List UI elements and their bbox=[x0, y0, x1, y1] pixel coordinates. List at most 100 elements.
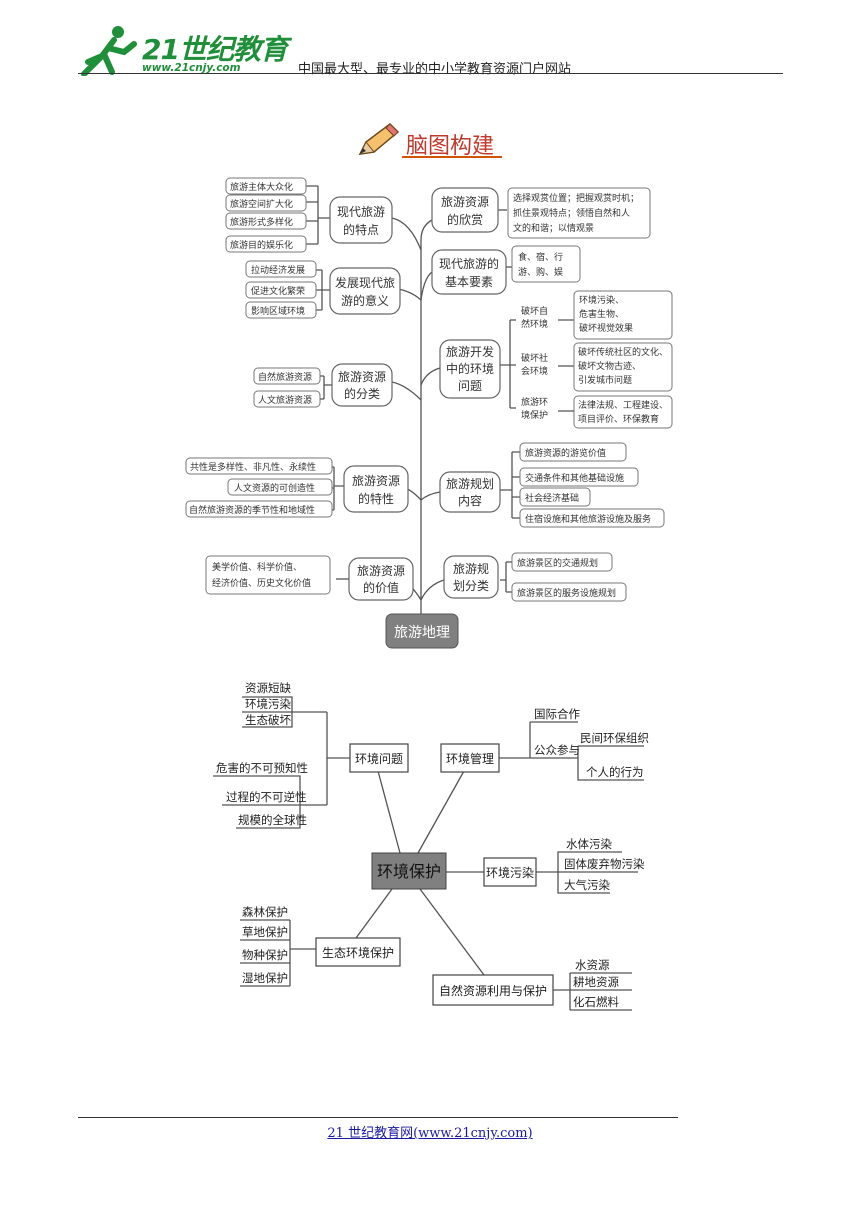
node-tese-line1: 现代旅游 bbox=[337, 205, 385, 219]
leaf-guihua-1: 旅游资源的游览价值 bbox=[525, 447, 606, 459]
leaf-env-mid-3a: 旅游环 bbox=[521, 396, 548, 408]
node-guihua-line1: 旅游规划 bbox=[446, 476, 494, 491]
node-huanjing-line3: 问题 bbox=[458, 379, 482, 393]
node-guanli-label: 环境管理 bbox=[446, 751, 494, 766]
leaf-env-mid-2b: 会环境 bbox=[521, 365, 548, 377]
footer-link[interactable]: 21 世纪教育网(www.21cnjy.com) bbox=[327, 1126, 533, 1141]
leaf-wenti-bottom-2: 过程的不可逆性 bbox=[226, 790, 307, 804]
map2-root-node bbox=[371, 852, 447, 890]
node-fenlei2 bbox=[443, 555, 499, 599]
leaf-fenlei-2: 人文旅游资源 bbox=[258, 394, 312, 406]
logo-url: www.21cnjy.com bbox=[142, 62, 241, 74]
node-wuran-label: 环境污染 bbox=[486, 865, 534, 880]
leaf-env-right-1b: 危害生物、 bbox=[579, 308, 624, 320]
node-texing-line1: 旅游资源 bbox=[352, 474, 400, 488]
leaf-yaosu-1: 食、宿、行 bbox=[518, 251, 563, 263]
node-fenlei2-line1: 旅游规 bbox=[453, 561, 489, 576]
leaf-env-mid-1a: 破坏自 bbox=[521, 305, 548, 317]
leaf-jiazhi-2: 经济价值、历史文化价值 bbox=[212, 577, 311, 589]
leaf-guihua-3: 社会经济基础 bbox=[525, 492, 579, 504]
leaf-tese-3: 旅游形式多样化 bbox=[230, 216, 293, 228]
leaf-tese-2: 旅游空间扩大化 bbox=[230, 198, 293, 210]
leaf-guanli-right-2: 个人的行为 bbox=[586, 765, 644, 779]
leaf-yiyi-3: 影响区域环境 bbox=[251, 305, 305, 317]
leaf-shengtai-2: 草地保护 bbox=[242, 925, 288, 939]
node-yiyi-line1: 发展现代旅 bbox=[335, 275, 395, 290]
leaf-xinshang-1: 选择观赏位置；把握观赏时机； bbox=[513, 192, 639, 204]
map1-root-label: 旅游地理 bbox=[394, 625, 450, 641]
leaf-env-right-3b: 项目评价、环保教育 bbox=[578, 413, 659, 425]
node-xinshang bbox=[431, 187, 499, 233]
node-guihua bbox=[439, 471, 501, 513]
node-fenlei-line1: 旅游资源 bbox=[338, 370, 386, 384]
leaf-env-right-1c: 破坏视觉效果 bbox=[579, 322, 633, 334]
node-yaosu-line1: 现代旅游的 bbox=[439, 256, 499, 271]
node-texing-line2: 的特性 bbox=[358, 491, 394, 506]
node-fenlei-line2: 的分类 bbox=[344, 386, 380, 401]
leaf-guanli-mid-2: 公众参与 bbox=[534, 743, 580, 757]
node-yiyi-line2: 游的意义 bbox=[341, 293, 389, 308]
leaf-shengtai-4: 湿地保护 bbox=[242, 971, 288, 985]
leaf-env-mid-2a: 破坏社 bbox=[521, 352, 548, 364]
leaf-wuran-3: 大气污染 bbox=[564, 878, 610, 892]
node-jiazhi-line1: 旅游资源 bbox=[357, 564, 405, 578]
node-shengtai-label: 生态环境保护 bbox=[322, 945, 394, 960]
leaf-fenlei-1: 自然旅游资源 bbox=[258, 371, 312, 383]
leaf-yiyi-2: 促进文化繁荣 bbox=[251, 285, 305, 297]
leaf-xinshang-3: 文的和谐；以情观景 bbox=[513, 222, 594, 234]
leaf-xinshang-2: 抓住景观特点；领悟自然和人 bbox=[513, 207, 630, 219]
section-title-text: 脑图构建 bbox=[406, 134, 495, 159]
node-guihua-line2: 内容 bbox=[458, 493, 482, 508]
leaf-shengtai-1: 森林保护 bbox=[242, 905, 288, 919]
leaf-env-mid-1b: 然环境 bbox=[521, 318, 548, 330]
leaf-texing-2: 人文资源的可创造性 bbox=[234, 482, 315, 494]
leaf-yiyi-1: 拉动经济发展 bbox=[251, 264, 305, 276]
leaf-wenti-top-1: 资源短缺 bbox=[245, 681, 291, 695]
leaf-guihua-4: 住宿设施和其他旅游设施及服务 bbox=[525, 513, 651, 525]
title-underline bbox=[402, 156, 502, 158]
node-wenti-label: 环境问题 bbox=[355, 751, 403, 766]
logo-text: 21世纪教育 bbox=[142, 33, 288, 66]
leaf-texing-3: 自然旅游资源的季节性和地域性 bbox=[189, 504, 315, 516]
leaf-env-right-2b: 破坏文物古迹、 bbox=[578, 360, 641, 372]
leaf-fenlei2-2: 旅游景区的服务设施规划 bbox=[517, 587, 616, 599]
leaf-guanli-mid-1: 国际合作 bbox=[534, 707, 580, 721]
pencil-icon bbox=[358, 123, 400, 155]
leaf-wenti-top-3: 生态破坏 bbox=[245, 713, 291, 727]
site-logo[interactable]: 21世纪教育 www.21cnjy.com bbox=[78, 22, 288, 77]
node-tese bbox=[329, 196, 393, 244]
leaf-tese-4: 旅游目的娱乐化 bbox=[230, 239, 293, 251]
leaf-guihua-2: 交通条件和其他基础设施 bbox=[525, 472, 624, 484]
leaf-tese-1: 旅游主体大众化 bbox=[230, 181, 293, 193]
leaf-wuran-2: 固体废弃物污染 bbox=[564, 857, 645, 871]
leaf-texing-1: 共性是多样性、非凡性、永续性 bbox=[190, 461, 316, 473]
leaf-shengtai-3: 物种保护 bbox=[242, 948, 288, 962]
node-huanjing bbox=[439, 339, 501, 399]
node-fenlei2-line2: 划分类 bbox=[453, 579, 489, 593]
node-jiazhi bbox=[348, 557, 414, 601]
node-ziran bbox=[432, 974, 554, 1006]
leaf-fenlei2-1: 旅游景区的交通规划 bbox=[517, 557, 598, 569]
node-yaosu bbox=[431, 249, 507, 295]
leaf-wenti-bottom-3: 规模的全球性 bbox=[238, 813, 307, 827]
node-wuran bbox=[483, 857, 537, 887]
node-huanjing-line2: 中的环境 bbox=[446, 361, 494, 376]
footer-divider bbox=[78, 1117, 678, 1118]
leaf-env-right-2a: 破坏传统社区的文化、 bbox=[578, 346, 668, 358]
node-ziran-label: 自然资源利用与保护 bbox=[439, 983, 547, 998]
node-xinshang-line1: 旅游资源 bbox=[441, 195, 489, 209]
leaf-wenti-bottom-1: 危害的不可预知性 bbox=[216, 761, 308, 775]
node-fenlei bbox=[331, 363, 393, 407]
node-shengtai bbox=[315, 937, 401, 967]
running-figure-icon bbox=[81, 26, 137, 77]
leaf-wuran-1: 水体污染 bbox=[566, 837, 612, 851]
leaf-env-right-3a: 法律法规、工程建设、 bbox=[578, 399, 668, 411]
leaf-jiazhi-1: 美学价值、科学价值、 bbox=[212, 561, 302, 573]
leaf-env-right-2c: 引发城市问题 bbox=[578, 374, 632, 386]
map1-root-node bbox=[385, 613, 459, 649]
leaf-ziran-1: 水资源 bbox=[575, 958, 610, 972]
map2-root-label: 环境保护 bbox=[377, 862, 441, 881]
node-texing bbox=[343, 465, 409, 513]
node-wenti bbox=[349, 743, 409, 773]
